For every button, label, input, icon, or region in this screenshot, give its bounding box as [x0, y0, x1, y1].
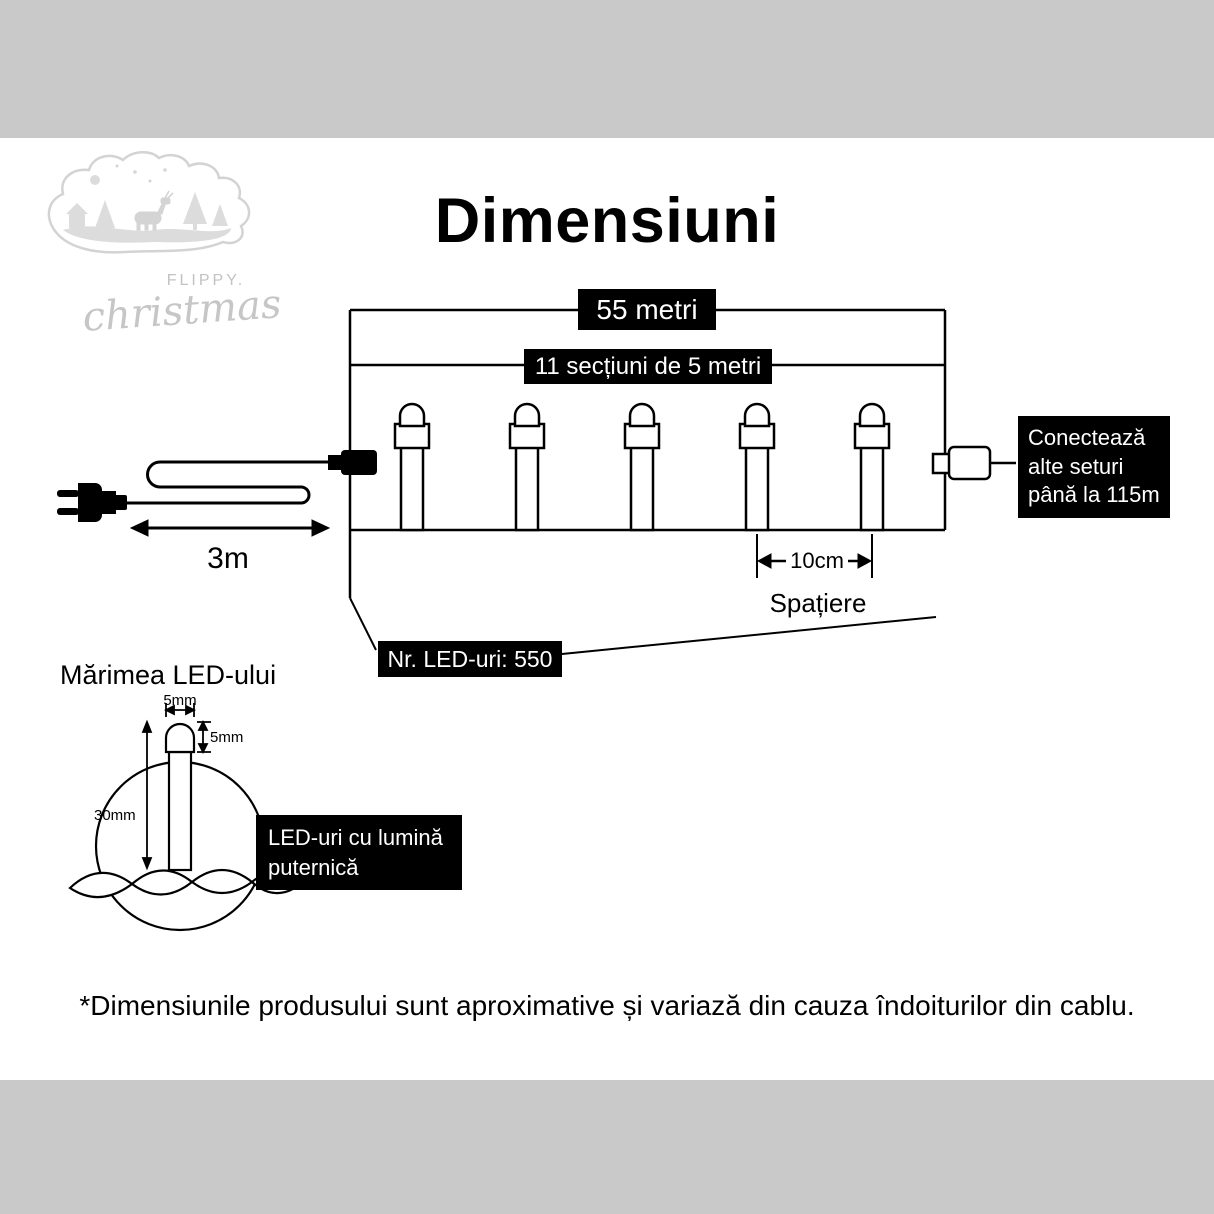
lead-length-label: 3m — [207, 542, 249, 575]
bright-led-callout: LED-uri cu lumină puternică — [256, 815, 462, 891]
bulb-width-label: 5mm — [163, 692, 197, 709]
extension-note-label: Conectează alte seturi până la 115m — [1018, 416, 1170, 518]
sections-label: 11 secțiuni de 5 metri — [524, 349, 772, 384]
page-title: Dimensiuni — [434, 186, 780, 256]
brand-name: FLIPPY. — [166, 272, 246, 289]
spacing-word-label: Spațiere — [769, 588, 867, 618]
led-length-label: 30mm — [94, 807, 136, 824]
led-size-heading: Mărimea LED-ului — [60, 660, 277, 690]
spacing-value-label: 10cm — [790, 548, 844, 573]
bulb-height-label: 5mm — [210, 729, 244, 746]
footnote-text: *Dimensiunile produsului sunt aproximati… — [79, 990, 1135, 1021]
led-count-label: Nr. LED-uri: 550 — [378, 641, 562, 677]
total-length-label: 55 metri — [578, 289, 716, 330]
